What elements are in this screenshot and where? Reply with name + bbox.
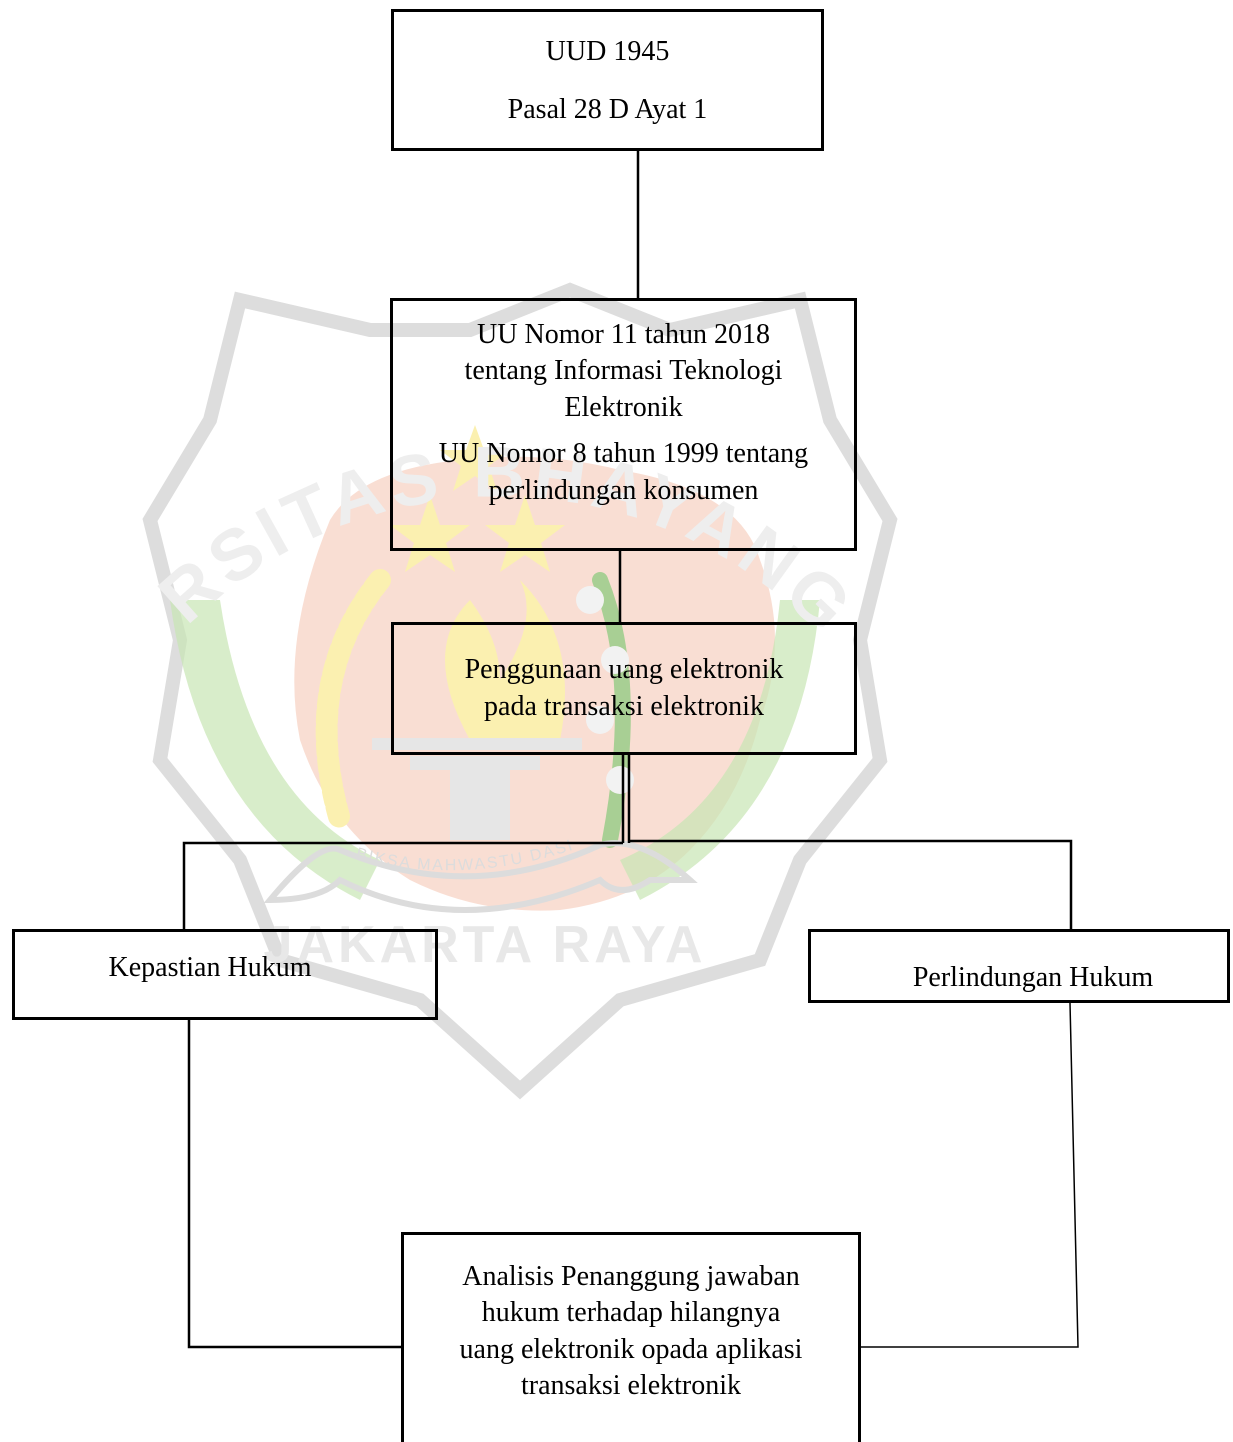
cotton-flower xyxy=(586,706,614,734)
uu-ite-line-2: tentang Informasi Teknologi xyxy=(464,355,783,387)
torch-base xyxy=(450,770,510,840)
green-band-right xyxy=(620,600,820,900)
penggunaan-line-1: Penggunaan uang elektronik xyxy=(464,654,784,686)
ribbon xyxy=(263,840,698,913)
uu-ite-line-1: UU Nomor 11 tahun 2018 xyxy=(477,319,770,350)
torch-bar-lower xyxy=(410,756,540,770)
star-left xyxy=(390,495,470,572)
kepastian-label: Kepastian Hukum xyxy=(108,952,312,983)
analisis-line-3: uang elektronik opada aplikasi xyxy=(459,1333,803,1365)
shield-outline xyxy=(142,282,898,1100)
cotton-branch xyxy=(592,572,631,848)
analisis-line-4: transaksi elektronik xyxy=(520,1370,742,1402)
box-penggunaan-uang-elektronik: Penggunaan uang elektronik pada transaks… xyxy=(391,622,857,755)
box-analisis: Analisis Penanggung jawaban hukum terhad… xyxy=(401,1232,861,1442)
wheat-stalk xyxy=(315,569,391,831)
box-undang-undang: UU Nomor 11 tahun 2018 tentang Informasi… xyxy=(390,298,857,551)
connector-kepastian-to-analisis xyxy=(187,1020,401,1349)
box-kepastian-hukum: Kepastian Hukum xyxy=(12,929,438,1020)
cotton-flower xyxy=(606,766,634,794)
watermark-bottom-text: JAKARTA RAYA xyxy=(264,916,707,974)
star-center xyxy=(440,425,510,491)
uu-konsumen-line-2: perlindungan konsumen xyxy=(488,474,759,506)
torch-bar xyxy=(372,738,582,750)
box-uud-1945: UUD 1945 Pasal 28 D Ayat 1 xyxy=(391,9,824,151)
uu-ite-line-3: Elektronik xyxy=(564,391,683,423)
green-band-left xyxy=(170,600,380,900)
uud-title: UUD 1945 xyxy=(545,36,670,67)
connector-perlindungan-to-analisis xyxy=(861,1002,1079,1348)
torch-flame xyxy=(445,580,565,740)
star-right xyxy=(485,495,565,572)
connector-branch-perlindungan xyxy=(629,839,1073,929)
cotton-flower xyxy=(576,586,604,614)
penggunaan-line-2: pada transaksi elektronik xyxy=(484,690,764,722)
uu-konsumen-line-1: UU Nomor 8 tahun 1999 tentang xyxy=(438,438,809,470)
perlindungan-label: Perlindungan Hukum xyxy=(912,962,1154,993)
cotton-flower xyxy=(601,646,629,674)
analisis-line-2: hukum terhadap hilangnya xyxy=(481,1297,781,1329)
analisis-line-1: Analisis Penanggung jawaban xyxy=(462,1261,800,1292)
connector-branch-kepastian xyxy=(182,841,623,929)
box-perlindungan-hukum: Perlindungan Hukum xyxy=(808,929,1230,1003)
uud-article: Pasal 28 D Ayat 1 xyxy=(507,94,708,126)
